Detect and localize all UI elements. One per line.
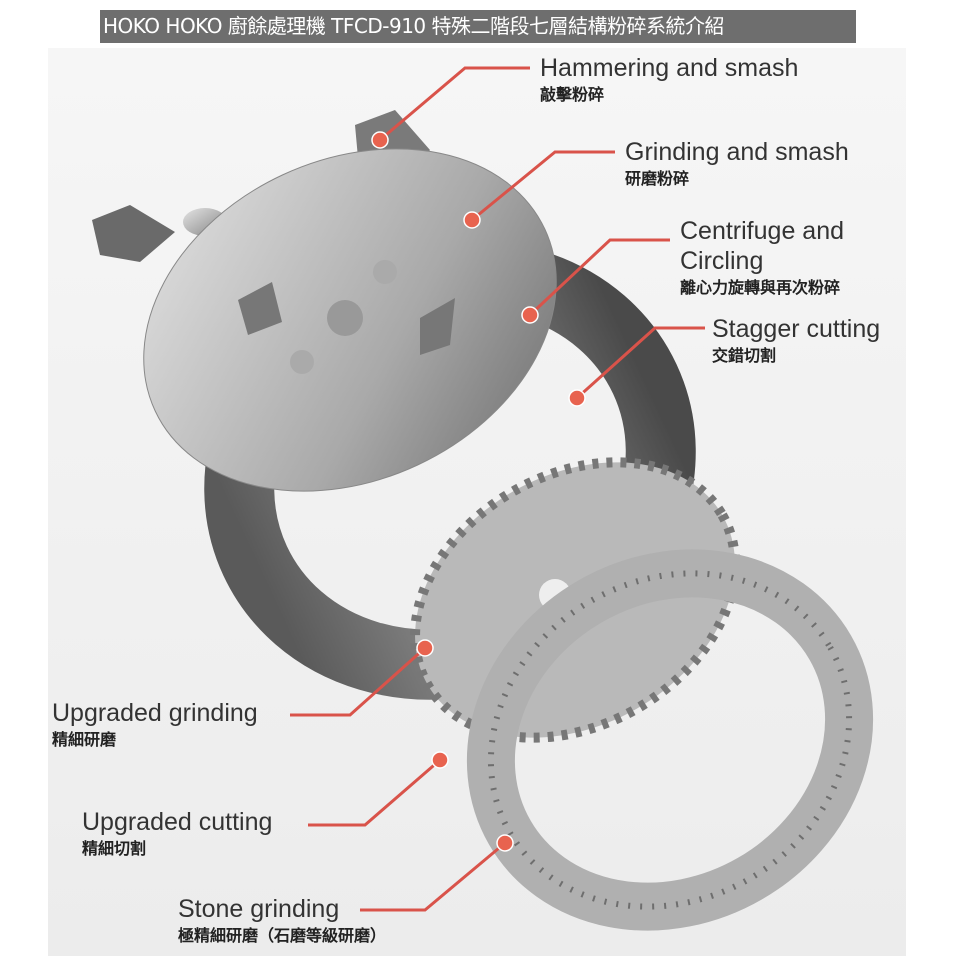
callout-en-line2: Circling	[680, 247, 764, 275]
blade	[238, 282, 282, 335]
callout-lines	[290, 66, 705, 912]
callout-upgraded-cutting: Upgraded cutting 精細切割	[82, 807, 272, 861]
hammer-block-1	[92, 205, 175, 262]
callout-zh: 交錯切割	[712, 346, 777, 365]
callout-zh: 離心力旋轉與再次粉碎	[680, 278, 841, 297]
page-title: HOKO HOKO 廚餘處理機 TFCD-910 特殊二階段七層結構粉碎系統介紹	[100, 10, 856, 43]
callout-zh: 極精細研磨（石磨等級研磨）	[178, 926, 387, 945]
callout-en: Grinding and smash	[625, 138, 849, 166]
blade	[420, 298, 455, 355]
callout-centrifuge: Centrifuge and Circling 離心力旋轉與再次粉碎	[680, 216, 844, 300]
callout-en: Upgraded cutting	[82, 808, 273, 836]
callout-zh: 精細切割	[82, 839, 147, 858]
callout-en: Stagger cutting	[712, 315, 881, 343]
callout-en: Centrifuge and	[680, 217, 845, 245]
callout-zh: 研磨粉碎	[625, 169, 690, 188]
callout-en: Upgraded grinding	[52, 699, 258, 727]
perforated-stone-ring	[466, 549, 874, 931]
callout-en: Stone grinding	[178, 895, 340, 923]
callout-stagger: Stagger cutting 交錯切割	[712, 314, 880, 368]
callout-upgraded-grinding: Upgraded grinding 精細研磨	[52, 698, 258, 752]
callout-zh: 精細研磨	[52, 730, 117, 749]
callout-dots	[371, 131, 586, 852]
callout-zh: 敲擊粉碎	[540, 85, 605, 104]
callout-grinding: Grinding and smash 研磨粉碎	[625, 137, 849, 191]
callout-stone-grinding: Stone grinding 極精細研磨（石磨等級研磨）	[178, 894, 386, 948]
callout-en: Hammering and smash	[540, 54, 799, 82]
callout-hammering: Hammering and smash 敲擊粉碎	[540, 53, 798, 107]
